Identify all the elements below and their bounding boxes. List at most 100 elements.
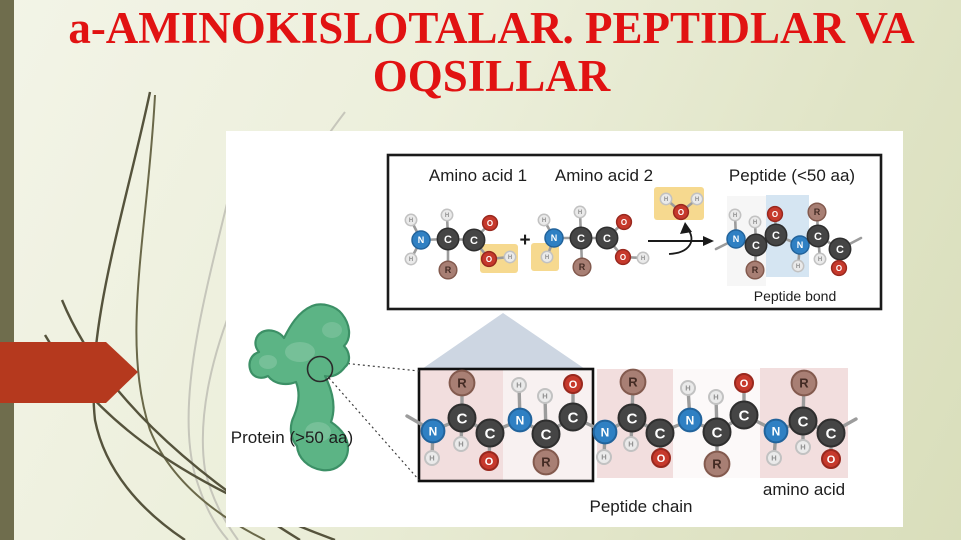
- title-line2: OQSILLAR: [372, 51, 611, 102]
- atom-label-N: N: [516, 413, 525, 427]
- atom-label-R: R: [445, 265, 452, 275]
- atom-H: [453, 436, 469, 452]
- slide-title: a-AMINOKISLOTALAR. PEPTIDLAR VA OQSILLAR: [30, 4, 953, 100]
- atom-H: [813, 252, 827, 266]
- atom-H: [766, 450, 782, 466]
- atom-label-H: H: [664, 197, 668, 203]
- atom-label-C: C: [826, 425, 837, 442]
- atom-C: [744, 233, 768, 257]
- atom-label-H: H: [545, 255, 549, 261]
- atom-label-R: R: [457, 376, 467, 391]
- atom-C: [558, 402, 588, 432]
- atom-label-R: R: [752, 265, 759, 275]
- atom-label-C: C: [712, 424, 723, 441]
- atom-R: [745, 260, 765, 280]
- atom-label-H: H: [516, 381, 521, 390]
- atom-C: [764, 223, 788, 247]
- atom-label-N: N: [733, 234, 740, 244]
- atom-R: [572, 257, 592, 277]
- atom-label-H: H: [508, 255, 512, 261]
- atom-label-H: H: [695, 197, 699, 203]
- atom-C: [617, 403, 647, 433]
- atom-R: [619, 368, 647, 396]
- atom-label-H: H: [771, 454, 776, 463]
- label-amino-acid: amino acid: [763, 480, 845, 499]
- atom-label-N: N: [601, 425, 610, 439]
- atom-H: [748, 215, 762, 229]
- atom-label-O: O: [487, 219, 493, 228]
- atom-C: [645, 418, 675, 448]
- atom-label-H: H: [542, 218, 546, 224]
- atom-label-N: N: [797, 240, 804, 250]
- atom-R: [703, 450, 731, 478]
- atom-N: [411, 230, 431, 250]
- atom-H: [636, 251, 650, 265]
- atom-H: [440, 208, 454, 222]
- atom-label-H: H: [542, 392, 547, 401]
- atom-label-H: H: [733, 213, 737, 219]
- atom-O: [479, 451, 499, 471]
- atom-label-C: C: [577, 233, 585, 245]
- label-peptide-bond: Peptide bond: [754, 288, 837, 304]
- atom-H: [791, 259, 805, 273]
- label-peptide-chain: Peptide chain: [589, 497, 692, 516]
- atom-C: [475, 418, 505, 448]
- molecule-water: HOH: [659, 192, 704, 221]
- atom-H: [680, 380, 696, 396]
- atom-N: [790, 235, 810, 255]
- atom-label-C: C: [798, 413, 809, 430]
- protein-illustration: [248, 303, 420, 481]
- atom-H: [596, 449, 612, 465]
- zoom-circle: [306, 355, 334, 383]
- label-peptide: Peptide (<50 aa): [729, 166, 855, 185]
- atom-label-C: C: [739, 407, 750, 424]
- atom-label-H: H: [713, 393, 718, 402]
- atom-label-C: C: [603, 233, 611, 245]
- atom-O: [481, 214, 499, 232]
- atom-label-H: H: [429, 454, 434, 463]
- atom-C: [447, 403, 477, 433]
- atom-H: [404, 252, 418, 266]
- atom-C: [806, 224, 830, 248]
- atom-label-O: O: [620, 253, 626, 262]
- atom-label-O: O: [485, 456, 494, 468]
- atom-label-O: O: [740, 378, 749, 390]
- atom-N: [507, 407, 533, 433]
- label-protein: Protein (>50 aa): [231, 428, 353, 447]
- atom-label-C: C: [444, 234, 452, 246]
- atom-R: [807, 202, 827, 222]
- atom-H: [795, 439, 811, 455]
- atom-H: [540, 250, 554, 264]
- atom-N: [544, 228, 564, 248]
- atom-label-C: C: [836, 244, 844, 256]
- atom-C: [436, 227, 460, 251]
- atom-R: [790, 369, 818, 397]
- atom-label-N: N: [551, 233, 558, 243]
- atom-H: [503, 250, 517, 264]
- atom-label-O: O: [621, 218, 627, 227]
- atom-label-C: C: [627, 410, 638, 427]
- atom-label-N: N: [772, 424, 781, 438]
- label-amino-acid-2: Amino acid 2: [555, 166, 653, 185]
- atom-H: [404, 213, 418, 227]
- atom-label-N: N: [418, 235, 425, 245]
- atom-label-H: H: [800, 443, 805, 452]
- figure-labels: Amino acid 1 Amino acid 2 Peptide (<50 a…: [231, 166, 855, 516]
- atom-H: [511, 377, 527, 393]
- atom-label-R: R: [814, 207, 821, 217]
- atom-H: [537, 213, 551, 227]
- atom-R: [438, 260, 458, 280]
- atom-label-O: O: [772, 210, 778, 219]
- atom-C: [828, 237, 852, 261]
- atom-N: [677, 407, 703, 433]
- atom-N: [592, 419, 618, 445]
- atom-label-H: H: [628, 440, 633, 449]
- atom-label-O: O: [486, 255, 492, 264]
- atom-label-H: H: [796, 264, 800, 270]
- atom-O: [563, 374, 583, 394]
- reaction-arrow-icon: [648, 222, 714, 255]
